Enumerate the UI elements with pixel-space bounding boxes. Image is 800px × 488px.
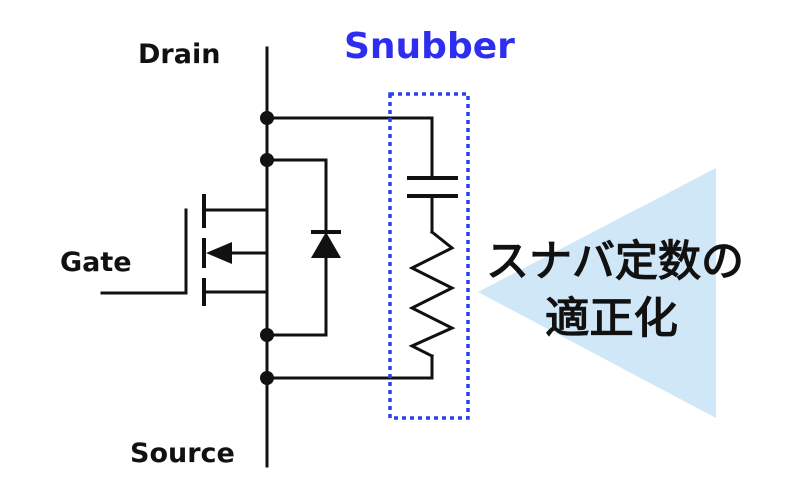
drain-label: Drain	[138, 39, 220, 70]
mosfet-symbol	[100, 194, 269, 306]
junction-dot	[260, 111, 274, 125]
snubber-box	[388, 92, 470, 420]
source-label: Source	[130, 438, 235, 469]
junction-dot	[260, 328, 274, 342]
callout-text-line2: 適正化	[545, 294, 678, 344]
capacitor-symbol	[407, 176, 458, 234]
junction-dot	[260, 153, 274, 167]
callout-text-line1: スナバ定数の	[486, 237, 744, 287]
junction-dot	[260, 371, 274, 385]
snubber-top-wire	[265, 116, 434, 177]
resistor-symbol	[408, 229, 456, 359]
snubber-title: Snubber	[344, 26, 515, 67]
callout-triangle	[478, 168, 716, 418]
gate-label: Gate	[60, 247, 132, 278]
snubber-bottom-wire	[265, 354, 434, 380]
diode-symbol	[265, 158, 341, 337]
